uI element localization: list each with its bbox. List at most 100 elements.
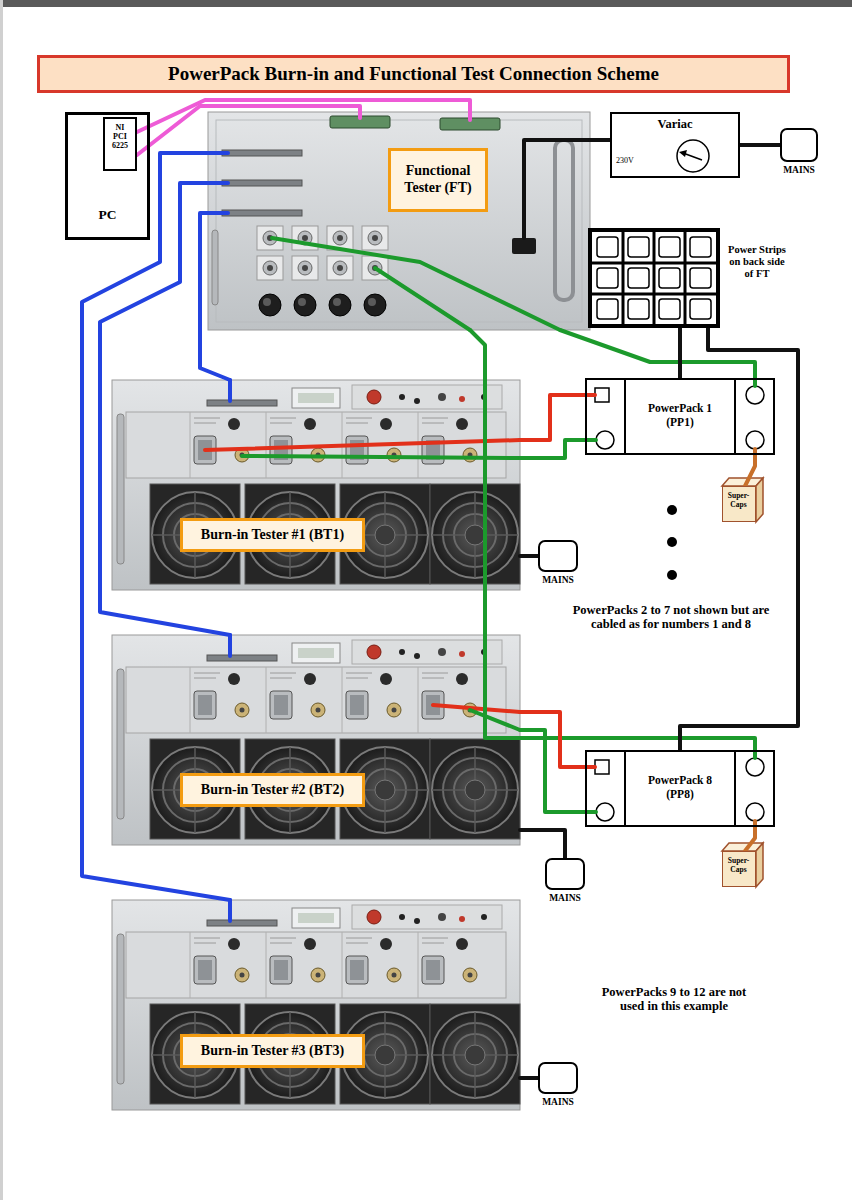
functional-tester-art-part-part: [337, 265, 343, 271]
cable-stubs-part: [585, 378, 755, 812]
functional-tester-art-part-part: [337, 235, 343, 241]
cable-connector: [200, 213, 230, 380]
cable-connector: [745, 827, 755, 851]
cable-connector: [560, 330, 755, 378]
cable-connector: [680, 328, 798, 750]
cable-connector: [100, 183, 230, 635]
node-label: MAINS: [537, 893, 593, 904]
note-text: PowerPacks 2 to 7 not shown but are cabl…: [568, 603, 774, 632]
functional-tester-art-part-part: [333, 231, 347, 245]
mains-socket: MAINS: [538, 540, 578, 572]
functional-tester-art-part: [216, 120, 582, 322]
functional-tester-art-part-part: [263, 261, 277, 275]
variac-dial-part: [683, 153, 702, 160]
functional-tester-art-part-part: [302, 235, 308, 241]
burn-in-tester: Burn-in Tester #2 (BT2): [112, 635, 520, 845]
variac-dial-part: [679, 150, 687, 157]
cable-connector: [520, 395, 585, 440]
cable-connector: [470, 330, 755, 750]
cable-connector: [678, 328, 682, 378]
cable-stubs-part: [208, 153, 228, 213]
cable-connector: [520, 440, 585, 458]
functional-tester-art-part-part: [263, 298, 271, 306]
power-strip-sockets-part: [592, 262, 716, 265]
powerpack-box: PowerPack 8 (PP8): [585, 750, 775, 827]
powerpack-sockets: [595, 750, 764, 827]
supercap-box: Super- Caps: [722, 851, 756, 887]
cable-stubs-part: [524, 140, 590, 238]
functional-tester-art-part: [512, 238, 536, 254]
cable-stubs-part: [242, 456, 520, 730]
cable-connector: [137, 106, 360, 155]
functional-tester-art-part-part: [372, 235, 378, 241]
cable-connector: [740, 143, 780, 147]
cable-connector: [745, 455, 755, 486]
equipment-label: Burn-in Tester #3 (BT3): [180, 1034, 365, 1068]
cable-connector: [520, 712, 585, 767]
functional-tester-art-part-part: [292, 256, 318, 280]
functional-tester-art-part-part: [327, 256, 353, 280]
power-strip-sockets-part-part: [628, 237, 649, 257]
functional-tester-art-part: [555, 140, 573, 300]
equipment-label: Burn-in Tester #1 (BT1): [180, 518, 365, 552]
variac-dial-part: [677, 140, 709, 172]
ellipsis-dots-part: [667, 570, 677, 580]
cable-group: [82, 100, 798, 1078]
functional-tester-art-part: [259, 294, 386, 316]
burn-in-tester: Burn-in Tester #3 (BT3): [112, 900, 520, 1110]
functional-tester-art-part-part: [257, 256, 283, 280]
functional-tester-art-part-part: [368, 298, 376, 306]
functional-tester-art-part: [222, 180, 302, 186]
burn-in-tester-photo: [112, 635, 520, 845]
mains-socket: MAINS: [545, 858, 585, 890]
functional-tester-art-part: [212, 230, 218, 305]
variac-dial: [677, 140, 709, 172]
supercap-cube: [722, 478, 763, 522]
node-label: Variac: [612, 117, 738, 131]
ellipsis-dots: [667, 505, 677, 580]
power-strip-sockets-part-part: [659, 299, 680, 319]
power-strip-sockets-part-part: [628, 299, 649, 319]
power-strip-sockets-part-part: [659, 237, 680, 257]
cable-stubs-part: [205, 440, 520, 712]
cable-stubs-part: [360, 112, 470, 120]
power-strip-sockets-part: [653, 232, 656, 324]
functional-tester-art-part-part: [267, 265, 273, 271]
functional-tester-art-part-part: [368, 231, 382, 245]
burn-in-tester: Burn-in Tester #1 (BT1): [112, 380, 520, 590]
daq-card: NI PCI 6225: [103, 117, 137, 171]
power-strip-sockets-part: [592, 293, 716, 296]
power-strip-sockets-part: [622, 232, 625, 324]
functional-tester-art-part-part: [298, 298, 306, 306]
supercap-cube: [722, 843, 763, 887]
node-label: PowerPack 1 (PP1): [640, 402, 720, 430]
node-label: Super- Caps: [723, 492, 754, 509]
ellipsis-dots-part: [667, 537, 677, 547]
cable-connector: [520, 730, 585, 812]
functional-tester-art-part: [222, 210, 302, 216]
pc-box: PCNI PCI 6225: [65, 112, 150, 240]
power-strip-sockets-part-part: [690, 268, 711, 288]
equipment-label: Functional Tester (FT): [388, 148, 488, 212]
node-label: 230V: [616, 156, 646, 165]
node-label: MAINS: [770, 165, 828, 176]
mains-socket: MAINS: [780, 128, 818, 162]
power-strip-sockets-part-part: [597, 237, 618, 257]
power-strip: Power Strips on back side of FT: [588, 228, 720, 328]
power-strip-sockets-part-part: [597, 299, 618, 319]
power-strip-sockets-part-part: [659, 268, 680, 288]
functional-tester: Functional Tester (FT): [208, 112, 590, 330]
node-label: NI PCI 6225: [109, 123, 131, 151]
node-label: MAINS: [530, 1097, 586, 1108]
functional-tester-art-part-part: [329, 294, 351, 316]
power-strip-sockets-part: [684, 232, 687, 324]
powerpack-box: PowerPack 1 (PP1): [585, 378, 775, 455]
power-strip-sockets-part-part: [597, 268, 618, 288]
mains-socket: MAINS: [538, 1062, 578, 1094]
cable-stubs-part: [272, 238, 560, 330]
page-edge: [0, 0, 3, 1200]
burn-in-tester-photo: [112, 380, 520, 590]
variac-box: Variac 230V: [610, 112, 740, 178]
functional-tester-art-part-part: [364, 294, 386, 316]
